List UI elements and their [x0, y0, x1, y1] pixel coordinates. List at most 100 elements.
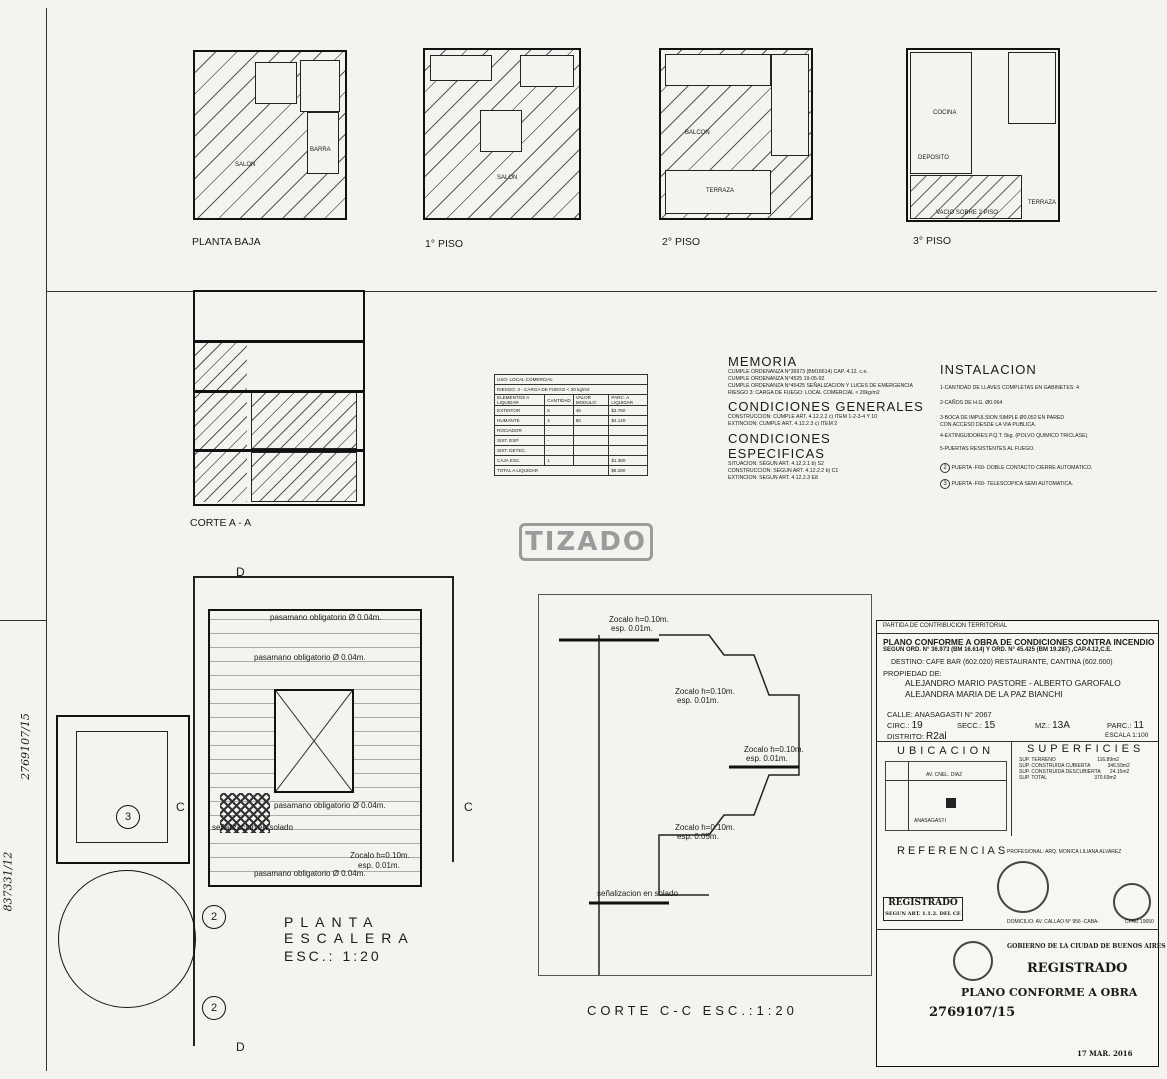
- room-cocina: [910, 52, 972, 174]
- door-2-symbol: 2: [940, 463, 950, 473]
- referencias-title: REFERENCIAS: [897, 845, 1009, 857]
- section-marker-c: C: [176, 800, 185, 814]
- stair-plan-title-1: PLANTA: [284, 914, 380, 930]
- fire-col-parc: PARC. A LIQUIDAR: [608, 394, 648, 406]
- door-2-marker: 2: [202, 996, 226, 1020]
- room-terraza: [665, 170, 771, 214]
- propiedad-label: PROPIEDAD DE:: [883, 669, 942, 678]
- room-barra-label: BARRA: [310, 147, 331, 153]
- plan-piso-1: SALON: [423, 48, 581, 220]
- plan-planta-baja: SALON BARRA: [193, 50, 347, 220]
- mz-label: MZ.:: [1035, 721, 1050, 730]
- section-aa: [193, 290, 365, 506]
- zocalo-label: Zocalo h=0.10m.: [609, 615, 669, 624]
- fire-total-label: TOTAL A LIQUIDAR: [493, 465, 610, 476]
- senal-solado-zone: [220, 793, 270, 833]
- memoria-line: CUMPLE ORDENANZA N°45425 SEÑALIZACION Y …: [728, 383, 913, 389]
- ubicacion-title: UBICACION: [897, 745, 995, 757]
- margin-box: [0, 620, 47, 1071]
- room-stairs: [1008, 52, 1056, 124]
- room-wc: [480, 110, 522, 152]
- location-map: AV. CNEL. DIAZ ANASAGASTI: [885, 761, 1007, 831]
- condiciones-generales-title: CONDICIONES GENERALES: [728, 399, 924, 414]
- title-block-title: PLANO CONFORME A OBRA DE CONDICIONES CON…: [883, 637, 1155, 647]
- senal-label: señalizacion en solado: [597, 889, 678, 898]
- memoria-line: CUMPLE ORDENANZA N°4525 19-05-92: [728, 376, 825, 382]
- stair-plan-title-2: ESCALERA: [284, 930, 415, 946]
- section-marker-d: D: [236, 1040, 245, 1054]
- stair-section-lower: [251, 452, 357, 502]
- fire-table-riesgo: RIESGO: 3 - CARGA DE FUEGO < 20 kg/m2: [494, 384, 648, 395]
- escala-label: ESCALA 1:100: [1105, 732, 1149, 739]
- frame-line: [193, 576, 195, 1046]
- fire-table-header: USO: LOCAL COMERCIAL: [494, 374, 648, 385]
- partida-label: PARTIDA DE CONTRIBUCION TERRITORIAL: [883, 623, 1008, 629]
- fire-total-value: $8.280: [608, 465, 648, 476]
- circ-label: CIRC.:: [887, 721, 910, 730]
- official-seal: [997, 861, 1049, 913]
- distrito-label: DISTRITO:: [887, 732, 924, 741]
- title-block-subtitle: SEGUN ORD. N° 36.973 (BM 16.614) Y ORD. …: [883, 647, 1112, 653]
- parc-label: PARC.:: [1107, 721, 1132, 730]
- room-stairs: [300, 60, 340, 112]
- section-cc: Zocalo h=0.10m. esp. 0.01m. Zocalo h=0.1…: [538, 594, 872, 976]
- domicilio-label: DOMICILIO: AV. CALLAO N° 956 -CABA-: [1007, 919, 1100, 925]
- owners-line: ALEJANDRO MARIO PASTORE - ALBERTO GAROFA…: [905, 678, 1121, 688]
- distrito-value: R2al: [926, 731, 947, 742]
- secc-label: SECC.:: [957, 721, 983, 730]
- table-row: SIST. ESP.-: [493, 435, 648, 446]
- room-salon-label: SALON: [497, 175, 518, 181]
- plan-piso-2: BALCON TERRAZA: [659, 48, 813, 220]
- owners-line: ALEJANDRA MARIA DE LA PAZ BIANCHI: [905, 689, 1063, 699]
- memoria-line: CONSTRUCCION: SEGUN ART. 4.12.2.2 b) C1: [728, 468, 839, 474]
- table-row: SIST. DETEC.-: [493, 445, 648, 456]
- plano-conforme-label: PLANO CONFORME A OBRA: [961, 986, 1138, 999]
- memoria-line: EXTINCION: SEGUN ART. 4.12.2.3 E8: [728, 475, 818, 481]
- esp-label: esp. 0.01m.: [358, 861, 400, 870]
- room-stairs: [520, 55, 574, 87]
- street-label: ANASAGASTI: [914, 818, 946, 824]
- memoria-line: CUMPLE ORDENANZA N°36973 (BM16614) CAP. …: [728, 369, 868, 375]
- room-terraza-label: TERRAZA: [706, 188, 735, 194]
- stair-plan: pasamano obligatorio Ø 0.04m. pasamano o…: [208, 609, 422, 887]
- frame-line: [46, 8, 47, 1068]
- esp-label: esp. 0.01m.: [677, 696, 719, 705]
- secc-value: 15: [984, 720, 996, 731]
- fire-col-cantidad: CANTIDAD: [544, 394, 574, 406]
- plan-piso-2-title: 2° PISO: [662, 236, 701, 248]
- destino-label: DESTINO: CAFE BAR (602.020) RESTAURANTE,…: [891, 659, 1113, 666]
- lot-marker: [946, 798, 956, 808]
- plan-piso-3-title: 3° PISO: [913, 235, 952, 247]
- esp-label: esp. 0.05m.: [677, 832, 719, 841]
- stair-plan-scale: ESC.: 1:20: [284, 948, 382, 964]
- profesional-label: PROFESIONAL: ARQ. MONICA LILIANA ALVAREZ: [1007, 849, 1122, 855]
- room-upper: [665, 54, 771, 86]
- door-2-note: PUERTA -F60- DOBLE CONTACTO CIERRE AUTOM…: [951, 465, 1093, 471]
- memoria-line: RIESGO 3: CARGA DE FUEGO: LOCAL COMERCIA…: [728, 390, 880, 396]
- pasamano-label: pasamano obligatorio Ø 0.04m.: [270, 613, 382, 622]
- slab-line: [195, 340, 363, 343]
- memoria-line: CONSTRUCCION: CUMPLE ART. 4.12.2.2 c) IT…: [728, 414, 878, 420]
- fecha-stamp: 17 MAR. 2016: [1077, 1049, 1133, 1058]
- slab-line: [195, 449, 363, 452]
- room-deposito-label: DEPOSITO: [918, 155, 949, 161]
- memoria-block: MEMORIA CUMPLE ORDENANZA N°36973 (BM1661…: [728, 354, 928, 482]
- memoria-line: SITUACION: SEGUN ART. 4.12.2.1 b) S2: [728, 461, 824, 467]
- senal-label: señalizacion en solado: [212, 823, 293, 832]
- mz-value: 13A: [1052, 720, 1070, 731]
- room-salon-label: SALON: [235, 162, 256, 168]
- stair-section-left: [195, 342, 247, 502]
- instalacion-title: INSTALACION: [940, 362, 1037, 377]
- fire-load-table: USO: LOCAL COMERCIAL RIESGO: 3 - CARGA D…: [493, 374, 648, 476]
- instalacion-line: 2-CAÑOS DE H.G. Ø0.064: [940, 400, 1003, 406]
- calle-label: CALLE: ANASAGASTI N° 2067: [887, 710, 992, 719]
- instalacion-line: 5-PUERTAS RESISTENTES AL FUEGO.: [940, 446, 1035, 452]
- margin-handwriting: 837331/12: [1, 851, 15, 912]
- section-marker-c: C: [464, 800, 473, 814]
- table-row: ROCIADOR-: [493, 425, 648, 436]
- zocalo-label: Zocalo h=0.10m.: [744, 745, 804, 754]
- door-3-symbol: 3: [940, 479, 950, 489]
- room-kitchen: [255, 62, 297, 104]
